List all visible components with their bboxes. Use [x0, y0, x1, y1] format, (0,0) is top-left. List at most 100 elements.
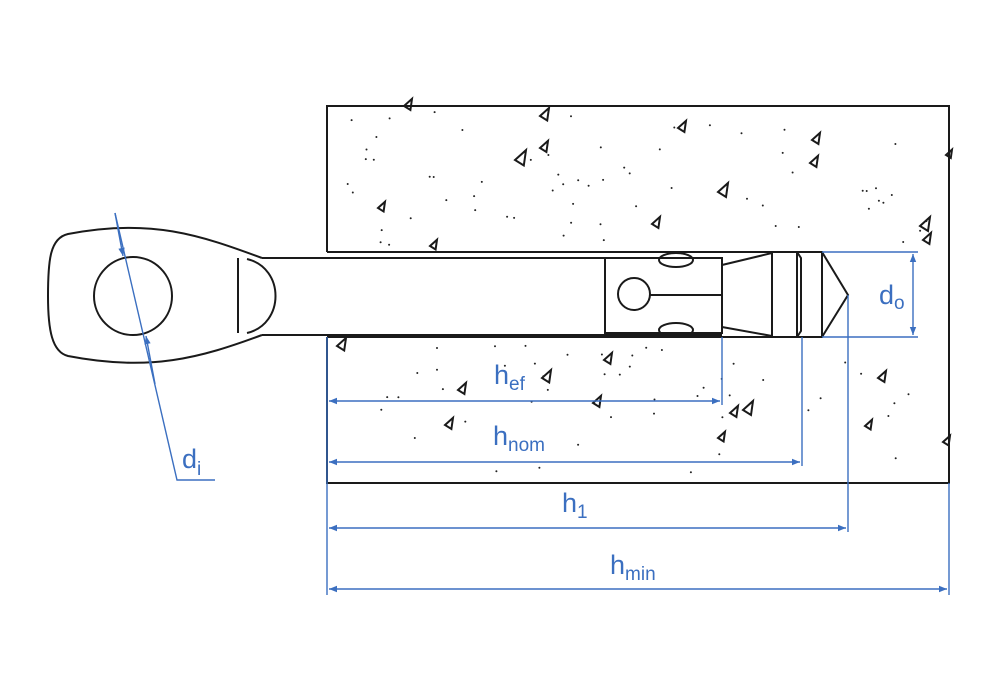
aggregate-dot	[860, 372, 863, 375]
eye-hole	[93, 256, 173, 336]
aggregate-dot	[602, 239, 605, 242]
aggregate-dot	[397, 396, 400, 399]
aggregate-mark	[428, 237, 439, 252]
aggregate-dot	[653, 412, 655, 415]
aggregate-dot	[689, 471, 692, 474]
aggregate-dot	[413, 437, 416, 439]
aggregate-dot	[436, 347, 438, 349]
aggregate-dot	[718, 453, 721, 456]
aggregate-dot	[428, 175, 431, 178]
aggregate-dot	[557, 173, 560, 176]
label-d-o: do	[879, 280, 905, 314]
aggregate-dot	[774, 225, 777, 227]
aggregate-dot	[538, 466, 541, 469]
aggregate-dot	[480, 180, 483, 183]
aggregate-mark	[513, 147, 528, 168]
aggregate-dot	[807, 409, 810, 412]
aggregate-mark	[921, 230, 933, 246]
aggregate-dot	[603, 373, 606, 376]
aggregate-mark	[540, 367, 553, 385]
label-h-1: h1	[562, 488, 588, 523]
aggregate-dot	[894, 143, 897, 145]
aggregate-dot	[599, 146, 602, 149]
aggregate-dot	[623, 166, 626, 169]
aggregate-dot	[375, 136, 378, 138]
aggregate-dot	[533, 362, 536, 365]
aggregate-mark	[941, 433, 952, 448]
aggregate-dot	[386, 396, 389, 399]
aggregate-dot	[464, 420, 467, 423]
aggregate-dot	[346, 183, 349, 185]
aggregate-dot	[547, 154, 550, 156]
anchor-sleeve	[604, 251, 850, 338]
aggregate-dot	[364, 158, 367, 161]
aggregate-dot	[587, 184, 590, 187]
aggregate-dot	[618, 373, 621, 376]
aggregate-dot	[513, 216, 516, 219]
aggregate-dot	[658, 148, 661, 151]
aggregate-dot	[445, 199, 448, 202]
aggregate-dot	[645, 346, 648, 349]
aggregate-dot	[702, 386, 705, 389]
label-h-min: hmin	[610, 550, 656, 585]
aggregate-dot	[887, 415, 890, 417]
aggregate-dot	[350, 119, 353, 122]
aggregate-dot	[570, 115, 572, 118]
aggregate-mark	[676, 118, 688, 134]
aggregate-dot	[740, 132, 743, 135]
aggregate-dot	[570, 221, 573, 224]
aggregate-dot	[791, 171, 794, 174]
aggregate-dot	[628, 365, 631, 368]
aggregate-dot	[416, 372, 419, 374]
aggregate-dot	[890, 194, 893, 196]
dimension-lines	[114, 212, 950, 595]
aggregate-dot	[728, 394, 731, 397]
aggregate-mark	[402, 96, 414, 112]
aggregate-mark	[863, 417, 874, 432]
aggregate-dot	[433, 111, 436, 114]
aggregate-dot	[474, 209, 477, 212]
aggregate-mark	[456, 380, 468, 396]
aggregate-mark	[538, 105, 551, 123]
aggregate-dot	[441, 388, 444, 391]
aggregate-dot	[762, 379, 765, 381]
aggregate-dot	[902, 241, 905, 243]
aggregate-dot	[577, 443, 580, 446]
aggregate-dot	[473, 195, 476, 198]
aggregate-dot	[436, 368, 438, 371]
label-h-nom: hnom	[493, 421, 545, 456]
aggregate-dot	[566, 353, 569, 356]
aggregate-dot	[562, 234, 565, 237]
aggregate-dot	[875, 187, 877, 190]
eye-bolt	[46, 226, 722, 364]
aggregate-dot	[670, 187, 673, 189]
aggregate-dot	[610, 416, 612, 419]
aggregate-dot	[432, 176, 435, 178]
aggregate-dot	[631, 354, 634, 357]
concrete-aggregate-texture	[335, 96, 954, 474]
aggregate-dot	[379, 241, 382, 244]
aggregate-dot	[351, 191, 354, 194]
aggregate-mark	[443, 415, 455, 431]
aggregate-dot	[781, 151, 784, 154]
aggregate-mark	[538, 138, 550, 154]
aggregate-dot	[761, 204, 764, 207]
aggregate-dot	[893, 402, 896, 405]
aggregate-dot	[861, 189, 864, 192]
aggregate-dot	[461, 129, 464, 131]
d-i-leader	[114, 212, 215, 481]
aggregate-mark	[602, 350, 614, 366]
aggregate-dot	[600, 353, 603, 356]
aggregate-mark	[918, 214, 932, 233]
aggregate-dot	[380, 408, 383, 411]
aggregate-dot	[562, 183, 565, 186]
aggregate-dot	[877, 199, 880, 202]
aggregate-dot	[660, 349, 663, 351]
aggregate-dot	[365, 148, 368, 151]
aggregate-dot	[529, 158, 532, 161]
aggregate-dot	[721, 416, 724, 419]
aggregate-mark	[810, 130, 822, 146]
aggregate-dot	[380, 229, 383, 232]
aggregate-dot	[602, 178, 605, 181]
